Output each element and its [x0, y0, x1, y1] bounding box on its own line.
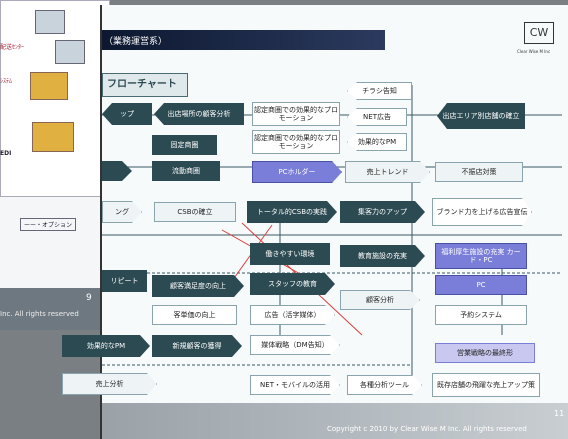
back-footer: [0, 288, 110, 330]
computer-icon: [35, 10, 65, 34]
flow-node: リピート: [102, 270, 147, 292]
flow-node: 集客力のアップ: [340, 201, 425, 223]
flow-node: ング: [102, 201, 142, 223]
flow-node: 出店エリア別店舗の確立: [437, 103, 525, 129]
flow-node: 売上トレンド: [345, 161, 430, 183]
flow-node: 出店場所の顧客分析: [154, 103, 244, 125]
flow-node: 認定商圏での効果的なプロモーション: [252, 102, 340, 126]
flow-node: 教育施設の充実: [340, 245, 425, 267]
back-label: ｼｽﾃﾑ: [0, 78, 13, 85]
flow-node: [102, 161, 132, 181]
back-slide: 配送ｾﾝﾀｰ ｼｽﾃﾑ EDI ーー・オプション 9 Inc. All righ…: [0, 0, 110, 330]
section-title: フローチャート: [102, 73, 188, 97]
flow-node: 営業戦略の最終形: [435, 343, 535, 363]
server-icon: [32, 122, 74, 152]
flow-node: ップ: [102, 103, 152, 125]
flow-node: 新規顧客の獲得: [152, 335, 242, 357]
flow-node: 顧客満足度の向上: [152, 275, 244, 297]
flow-node: NET・モバイルの活用: [250, 375, 340, 395]
page-title: （業務運営系）: [104, 37, 168, 47]
logo-caption: Clear Wise M Inc: [517, 49, 551, 54]
flow-node: PC: [435, 275, 527, 295]
header-bar: [102, 30, 385, 50]
flow-node: 広告（活字媒体）: [250, 305, 335, 325]
flow-node: 認定商圏での効果的なプロモーション: [252, 130, 340, 154]
flow-node: 福利厚生施設の充実 カード・PC: [435, 243, 527, 269]
page-number: 11: [554, 409, 565, 418]
flow-node: CSBの確立: [154, 202, 236, 222]
server-icon: [30, 72, 68, 100]
flow-node: 各種分析ツール: [347, 375, 422, 395]
back-label: EDI: [0, 150, 12, 157]
flow-node: 流動商圏: [152, 161, 220, 181]
back-copyright: Inc. All rights reserved: [0, 310, 79, 318]
back-page-number: 9: [86, 293, 92, 303]
back-label: 配送ｾﾝﾀｰ: [0, 44, 25, 51]
flow-node: 働きやすい環境: [250, 243, 330, 265]
flow-node: 固定商圏: [152, 135, 217, 155]
flow-node: 予約システム: [435, 305, 527, 325]
flow-node: 媒体戦略（DM告知）: [250, 335, 340, 355]
logo: CW: [524, 22, 554, 44]
legend: ーー・オプション: [20, 218, 77, 231]
flow-node: NET広告: [347, 108, 407, 126]
flow-node: PCホルダー: [252, 161, 342, 183]
front-slide: （業務運営系） CW Clear Wise M Inc フローチャート ップ 出…: [100, 5, 568, 439]
copyright: Copyright c 2010 by Clear Wise M Inc. Al…: [327, 425, 527, 433]
flow-node: ブランド力を上げる広告宣伝: [432, 198, 532, 226]
flow-node: 既存店舗の飛躍な売上アップ策: [432, 373, 540, 397]
flow-node: チラシ告知: [347, 82, 412, 100]
flow-node: トータル的CSBの実践: [247, 201, 337, 223]
computer-icon: [55, 40, 85, 64]
flow-node: 不振店対策: [435, 162, 523, 182]
flow-node: 顧客分析: [340, 290, 420, 310]
flow-node: 効果的なPM: [347, 133, 407, 151]
flow-node: 売上分析: [62, 373, 157, 395]
flow-node: スタッフの教育: [250, 273, 335, 295]
footer-bar: [102, 403, 568, 439]
flow-node: 客単価の向上: [152, 305, 237, 325]
flow-node: 効果的なPM: [62, 335, 150, 357]
